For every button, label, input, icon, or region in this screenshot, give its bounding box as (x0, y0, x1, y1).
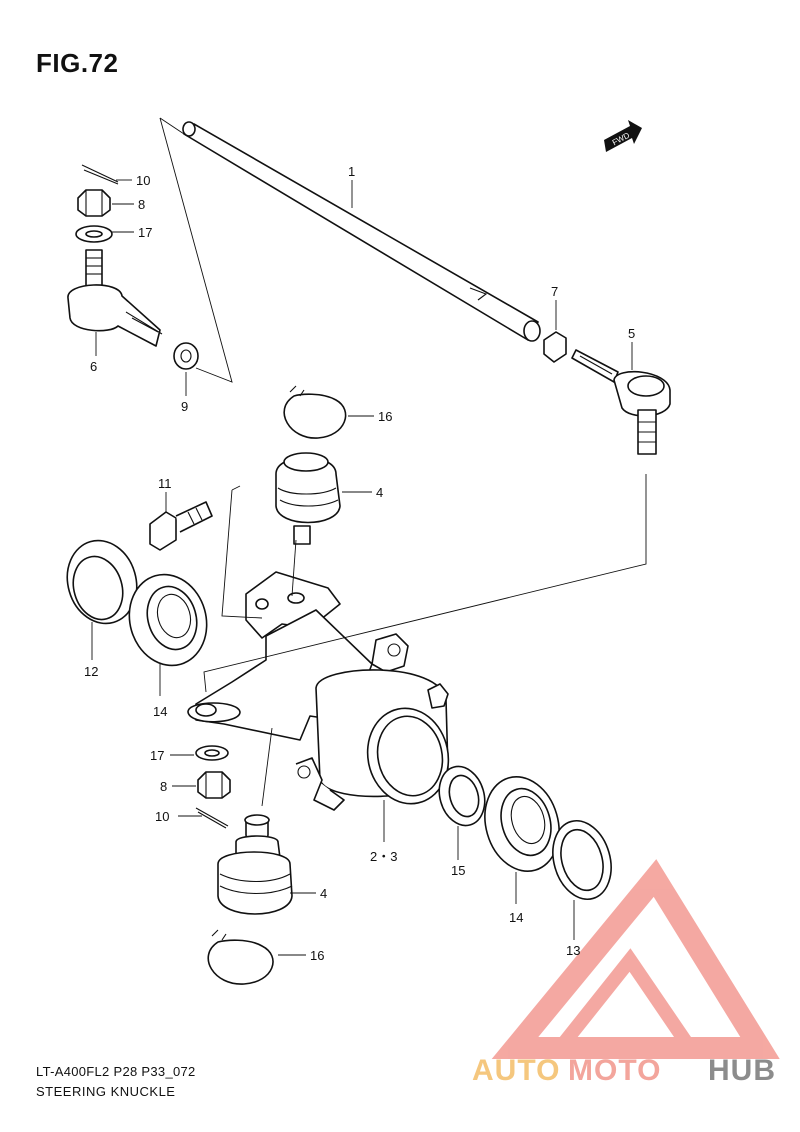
tie-rod-end-left (67, 249, 199, 370)
washer-lower (195, 745, 229, 761)
fwd-arrow-icon: FWD (604, 120, 642, 152)
callout-15: 15 (451, 863, 465, 878)
callout-8-upper: 8 (138, 197, 145, 212)
ball-joint-upper (275, 452, 341, 545)
callout-4-upper: 4 (376, 485, 383, 500)
callout-10-lower: 10 (155, 809, 169, 824)
callout-11: 11 (158, 476, 172, 491)
callout-8-lower: 8 (160, 779, 167, 794)
bolt-11 (149, 501, 213, 551)
callout-14-left: 14 (153, 704, 167, 719)
watermark-triangle-inner (545, 948, 704, 1055)
castle-nut-upper (77, 189, 111, 217)
callout-13: 13 (566, 943, 580, 958)
callout-4-lower: 4 (320, 886, 327, 901)
callout-9: 9 (181, 399, 188, 414)
figure-title: FIG.72 (36, 48, 119, 78)
callout-1: 1 (348, 164, 355, 179)
assembly-line-knuckle (203, 474, 647, 693)
callout-6: 6 (90, 359, 97, 374)
watermark-word-hub: HUB (708, 1054, 776, 1087)
callout-2-3: 2・3 (370, 849, 397, 864)
callout-17-upper: 17 (138, 225, 152, 240)
cotter-pin-upper (81, 164, 119, 185)
callout-5: 5 (628, 326, 635, 341)
callout-16-lower: 16 (310, 948, 324, 963)
watermark-wordmark: AUTO MOTO HUB (472, 1054, 776, 1087)
ball-joint-lower (217, 814, 293, 915)
washer-upper (75, 225, 113, 243)
callout-14-right: 14 (509, 910, 523, 925)
steering-knuckle (187, 571, 450, 811)
tie-rod (182, 121, 541, 342)
watermark-word-moto: MOTO (568, 1054, 661, 1087)
lock-nut-7 (543, 331, 567, 363)
callout-7: 7 (551, 284, 558, 299)
spacer-15 (438, 765, 486, 827)
castle-nut-lower (197, 771, 231, 799)
circlip-lower (207, 929, 274, 985)
callout-16-upper: 16 (378, 409, 392, 424)
callouts: 1 4 4 5 6 7 8 8 9 10 10 11 12 13 14 14 1 (84, 164, 635, 963)
callout-10-upper: 10 (136, 173, 150, 188)
watermark-logo (491, 859, 780, 1059)
oil-seal-left (66, 539, 138, 625)
assembly-line-left (159, 117, 233, 383)
oil-seal-right (552, 819, 612, 901)
section-name: STEERING KNUCKLE (36, 1084, 176, 1099)
model-code: LT-A400FL2 P28 P33_072 (36, 1064, 196, 1079)
bearing-left (128, 573, 208, 667)
watermark-word-auto: AUTO (472, 1054, 560, 1087)
circlip-upper (283, 385, 347, 439)
callout-12: 12 (84, 664, 98, 679)
callout-17-lower: 17 (150, 748, 164, 763)
cotter-pin-lower (195, 807, 229, 829)
bearing-right (484, 776, 560, 872)
tie-rod-end-right (571, 349, 671, 455)
